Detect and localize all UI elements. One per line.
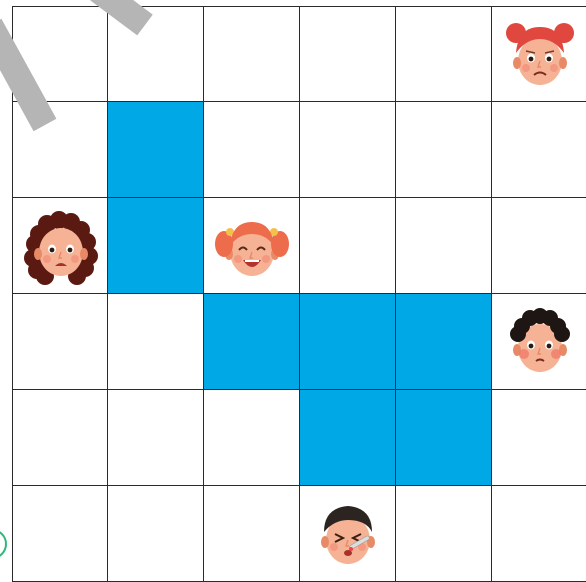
grid-cell-r5-c5[interactable]: [492, 486, 586, 582]
grid-cell-r2-c2[interactable]: [204, 198, 300, 294]
grid-cell-r2-c3[interactable]: [300, 198, 396, 294]
girl-red-pigtails-worried-icon: [498, 13, 582, 97]
grid-cell-r4-c0[interactable]: [12, 390, 108, 486]
path-cell-r3-c3[interactable]: [300, 294, 396, 390]
grid-cell-r2-c0[interactable]: [12, 198, 108, 294]
path-cell-r3-c2[interactable]: [204, 294, 300, 390]
path-cell-r2-c1[interactable]: [108, 198, 204, 294]
grid-cell-r5-c0[interactable]: [12, 486, 108, 582]
girl-red-pigtails-laughing-icon: [210, 204, 294, 288]
grid-cell-r1-c0[interactable]: [12, 102, 108, 198]
grid-cell-r0-c0[interactable]: [12, 6, 108, 102]
grid-cell-r0-c5[interactable]: [492, 6, 586, 102]
path-cell-r4-c3[interactable]: [300, 390, 396, 486]
grid-cell-r3-c5[interactable]: [492, 294, 586, 390]
girl-curly-brown-sad-icon: [19, 204, 103, 288]
grid-cell-r0-c1[interactable]: [108, 6, 204, 102]
grid-cell-r4-c2[interactable]: [204, 390, 300, 486]
grid-cell-r4-c1[interactable]: [108, 390, 204, 486]
boy-sick-thermometer-icon: [306, 492, 390, 576]
grid-cell-r5-c4[interactable]: [396, 486, 492, 582]
grid-cell-r5-c3[interactable]: [300, 486, 396, 582]
grid-cell-r3-c0[interactable]: [12, 294, 108, 390]
grid-cell-r4-c5[interactable]: [492, 390, 586, 486]
grid-cell-r1-c2[interactable]: [204, 102, 300, 198]
path-cell-r1-c1[interactable]: [108, 102, 204, 198]
path-cell-r3-c4[interactable]: [396, 294, 492, 390]
grid-cell-r1-c3[interactable]: [300, 102, 396, 198]
grid-cell-r5-c1[interactable]: [108, 486, 204, 582]
grid-cell-r3-c1[interactable]: [108, 294, 204, 390]
grid-cell-r2-c5[interactable]: [492, 198, 586, 294]
grid-cell-r5-c2[interactable]: [204, 486, 300, 582]
game-board: [12, 6, 586, 582]
path-cell-r4-c4[interactable]: [396, 390, 492, 486]
green-start-marker: [0, 530, 6, 558]
grid-cell-r0-c2[interactable]: [204, 6, 300, 102]
grid-cell-r0-c3[interactable]: [300, 6, 396, 102]
grid-cell-r1-c5[interactable]: [492, 102, 586, 198]
grid-cell-r1-c4[interactable]: [396, 102, 492, 198]
grid-cell-r2-c4[interactable]: [396, 198, 492, 294]
boy-curly-black-flushed-icon: [498, 300, 582, 384]
grid-cell-r0-c4[interactable]: [396, 6, 492, 102]
